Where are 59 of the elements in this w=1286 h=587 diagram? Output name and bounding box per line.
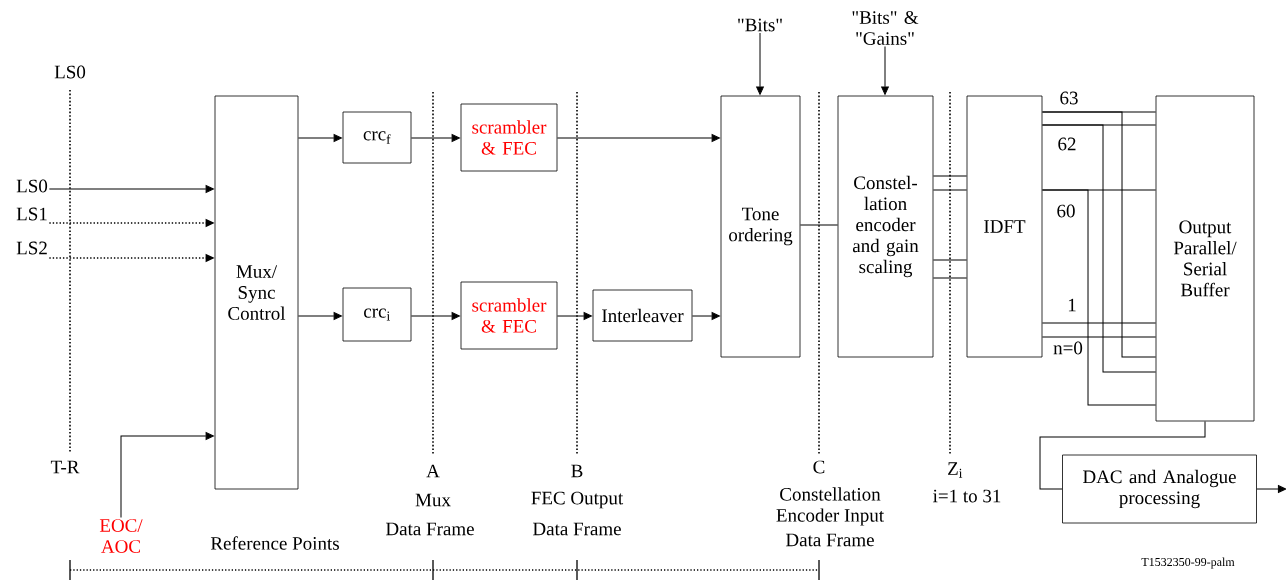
arrow [881,45,889,95]
reference-label: Reference Points [210,536,339,550]
reference-label: Mux [415,493,451,507]
reference-label: A [426,464,440,478]
connector-line [1039,420,1206,490]
connector-line [1041,322,1157,324]
figure-code: T1532350-99-palm [1141,557,1235,569]
process-block: Tone ordering [720,95,801,358]
process-block: scrambler & FEC [460,103,558,172]
reference-label: Z$_{i}$ [948,462,963,478]
process-block: Constel- lation encoder and gain scaling [837,95,934,358]
process-block: scrambler & FEC [460,281,558,350]
connector-line [932,189,968,191]
process-block: Mux/ Sync Control [214,95,299,490]
connector-line [932,277,968,279]
reference-label: B [571,464,583,478]
process-block: Output Parallel/ Serial Buffer [1155,95,1255,422]
reference-label: T-R [50,460,80,474]
connector-line [932,259,968,261]
arrow [1256,485,1286,493]
arrow [297,134,342,142]
input-label: LS2 [16,241,47,255]
arrow [120,432,214,519]
edge-label: 62 [1058,137,1076,151]
reference-label: C [813,460,825,474]
control-label: "Bits" & "Gains" [852,11,919,45]
reference-label: LS0 [54,65,86,79]
control-label: "Bits" [738,18,782,32]
connector-line [1041,189,1157,406]
reference-label: i=1 to 31 [933,489,1001,503]
process-block: Interleaver [592,289,693,342]
edge-label: 60 [1057,204,1075,218]
reference-label: Constellation [780,487,881,501]
arrow [410,312,460,320]
connector-line [799,224,839,226]
arrow [756,32,764,95]
arrow [556,134,720,142]
reference-label: Data Frame [385,522,474,536]
reference-label: Encoder Input [776,508,884,526]
arrow [556,312,592,320]
input-label: LS0 [16,179,48,193]
input-label: EOC/ AOC [99,519,143,553]
process-block: DAC and Analogue processing [1062,454,1257,524]
connector-line [1041,336,1157,338]
edge-label: n=0 [1053,341,1083,355]
arrow [691,312,720,320]
arrow [297,312,342,320]
connector-line [932,175,968,177]
process-block: crc$_{f}$ [342,111,412,164]
arrow [410,134,460,142]
reference-label: FEC Output [531,491,624,509]
process-block: IDFT [966,95,1043,358]
arrow [48,185,214,193]
edge-label: 63 [1060,91,1078,105]
edge-label: 1 [1068,298,1076,312]
reference-label: Data Frame [786,533,874,547]
input-label: LS1 [16,207,47,221]
reference-label: Data Frame [533,522,621,536]
process-block: crc$_{i}$ [342,287,412,342]
